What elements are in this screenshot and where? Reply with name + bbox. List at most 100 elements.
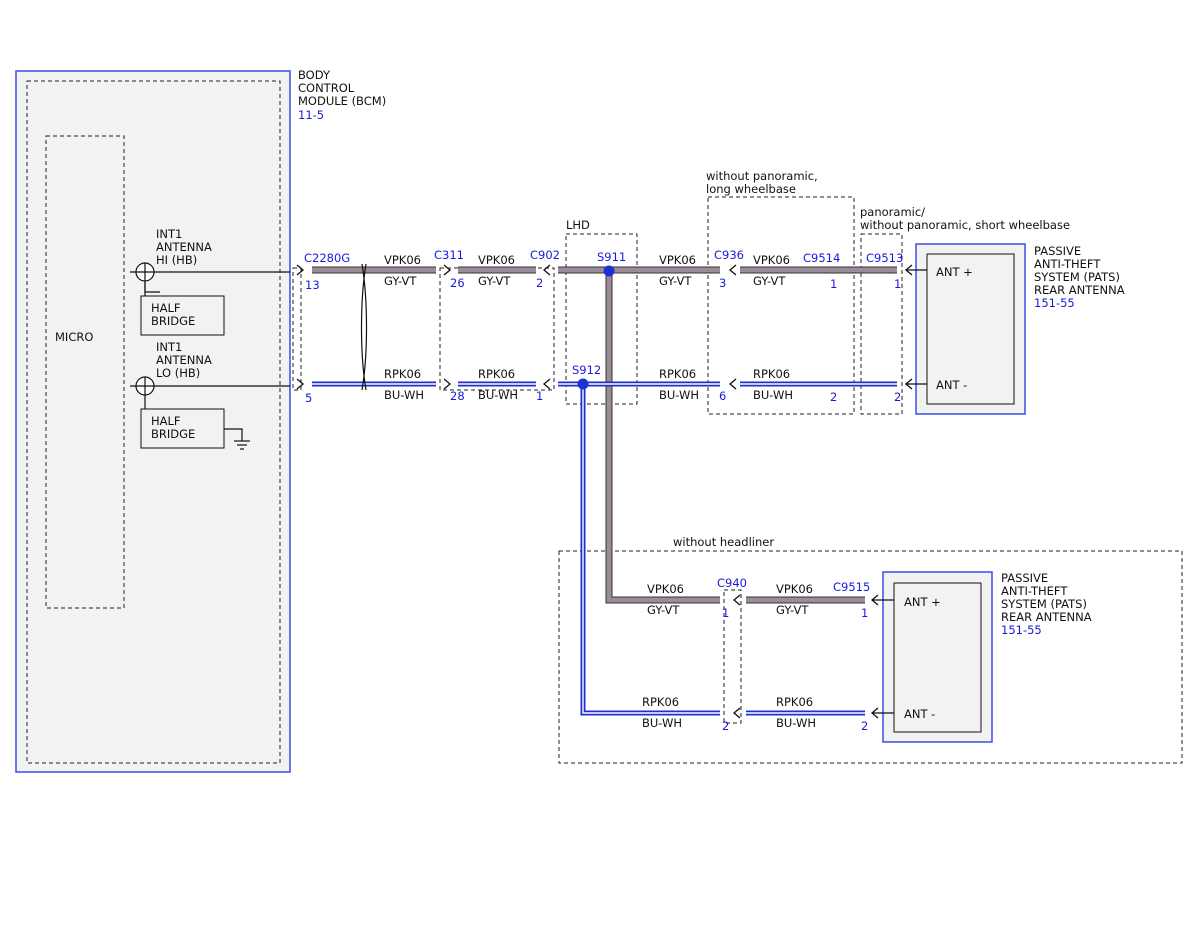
c2280g-name[interactable]: C2280G [304, 251, 350, 265]
pats-bottom-name-2: ANTI-THEFT [1001, 584, 1068, 598]
c311-name[interactable]: C311 [434, 248, 464, 262]
wire-hi-circuit-3: VPK06 [659, 253, 696, 267]
wire-lo-color-6: BU-WH [776, 716, 816, 730]
splice-s912-dot[interactable] [577, 378, 589, 390]
c2280g-zone [292, 267, 302, 391]
wire-hi-circuit-4: VPK06 [753, 253, 790, 267]
lo-label-2: ANTENNA [156, 353, 212, 367]
wire-lo-circuit-1: RPK06 [384, 367, 421, 381]
ground-icon [224, 428, 243, 441]
hi-label-3: HI (HB) [156, 253, 197, 267]
wire-hi-color-4: GY-VT [753, 274, 786, 288]
c936-name[interactable]: C936 [714, 248, 744, 262]
without-headliner-label: without headliner [673, 535, 774, 549]
c9513-name[interactable]: C9513 [866, 251, 903, 265]
wire-hi-circuit-6: VPK06 [776, 582, 813, 596]
wire-lo-circuit-3: RPK06 [659, 367, 696, 381]
half-bridge-hi-2: BRIDGE [151, 314, 195, 328]
wire-lo-color-2: BU-WH [478, 388, 518, 402]
pats-top-name-3: SYSTEM (PATS) [1034, 270, 1120, 284]
half-bridge-lo-1: HALF [151, 414, 181, 428]
hi-label-2: ANTENNA [156, 240, 212, 254]
wire-lo-color-5: BU-WH [642, 716, 682, 730]
lo-label-3: LO (HB) [156, 366, 200, 380]
c9515-pin-lo: 2 [861, 719, 868, 733]
pats-top-ref-link[interactable]: 151-55 [1034, 296, 1075, 310]
c936-pin-hi: 3 [719, 276, 726, 290]
wire-hi-color-3: GY-VT [659, 274, 692, 288]
lo-label-1: INT1 [156, 340, 182, 354]
wire-lo-circuit-2: RPK06 [478, 367, 515, 381]
c311-pin-lo: 28 [450, 389, 465, 403]
c940-zone [723, 589, 742, 724]
wire-lo-circuit-4: RPK06 [753, 367, 790, 381]
c2280g-pin-hi: 13 [305, 278, 320, 292]
bcm-name-3: MODULE (BCM) [298, 94, 386, 108]
c9513-pin-lo: 2 [894, 390, 901, 404]
wire-lo-color-4: BU-WH [753, 388, 793, 402]
pats-top-module[interactable]: ANT + ANT - [906, 243, 1026, 415]
splice-s912-label: S912 [572, 363, 601, 377]
wire-hi-color-5: GY-VT [647, 603, 680, 617]
without-panoramic-zone [707, 196, 855, 415]
pats-bottom-ref-link[interactable]: 151-55 [1001, 623, 1042, 637]
panoramic-line-2: without panoramic, short wheelbase [860, 218, 1070, 232]
hi-label-1: INT1 [156, 227, 182, 241]
lhd-zone [565, 233, 638, 405]
splice-s911-dot[interactable] [603, 265, 615, 277]
without-headliner-zone [558, 550, 1183, 764]
c940-name[interactable]: C940 [717, 576, 747, 590]
wire-hi-color-1: GY-VT [384, 274, 417, 288]
half-bridge-lo-2: BRIDGE [151, 427, 195, 441]
bcm-module[interactable]: MICRO INT1 ANTENNA HI (HB) HALF BRIDGE I… [15, 70, 291, 773]
without-panoramic-line-2: long wheelbase [706, 182, 796, 196]
wire-hi[interactable] [312, 266, 897, 604]
half-bridge-hi-1: HALF [151, 301, 181, 315]
pats-bottom-ant-minus: ANT - [904, 707, 935, 721]
c9515-name[interactable]: C9515 [833, 580, 870, 594]
bcm-name-2: CONTROL [298, 81, 355, 95]
pats-top-ant-minus: ANT - [936, 378, 967, 392]
c9513-pin-hi: 1 [894, 277, 901, 291]
c902-pin-hi: 2 [536, 276, 543, 290]
c311-pin-hi: 26 [450, 276, 465, 290]
wire-lo-color-3: BU-WH [659, 388, 699, 402]
c936-pin-lo: 6 [719, 389, 726, 403]
pats-bottom-ant-plus: ANT + [904, 595, 941, 609]
lo-driver: INT1 ANTENNA LO (HB) HALF BRIDGE [130, 340, 290, 450]
c940-pin-lo: 2 [722, 719, 729, 733]
c9514-name[interactable]: C9514 [803, 251, 840, 265]
panoramic-line-1: panoramic/ [860, 205, 925, 219]
panoramic-zone [860, 233, 903, 415]
splice-s911-label: S911 [597, 250, 626, 264]
wire-hi-circuit-2: VPK06 [478, 253, 515, 267]
wire-lo-circuit-5: RPK06 [642, 695, 679, 709]
c902-pin-lo: 1 [536, 389, 543, 403]
pats-bottom-name-3: SYSTEM (PATS) [1001, 597, 1087, 611]
c940-pin-hi: 1 [722, 606, 729, 620]
c902-name[interactable]: C902 [530, 248, 560, 262]
micro-block [45, 135, 125, 609]
micro-label: MICRO [55, 330, 93, 344]
c9515-pin-hi: 1 [861, 606, 868, 620]
pats-top-ant-plus: ANT + [936, 265, 973, 279]
wire-hi-circuit-1: VPK06 [384, 253, 421, 267]
pats-top-name-2: ANTI-THEFT [1034, 257, 1101, 271]
wire-lo-color-1: BU-WH [384, 388, 424, 402]
pats-top-name-1: PASSIVE [1034, 244, 1081, 258]
without-panoramic-line-1: without panoramic, [706, 169, 818, 183]
wire-hi-color-6: GY-VT [776, 603, 809, 617]
lhd-label: LHD [566, 218, 590, 232]
wire-hi-circuit-5: VPK06 [647, 582, 684, 596]
pats-bottom-name-1: PASSIVE [1001, 571, 1048, 585]
pats-bottom-name-4: REAR ANTENNA [1001, 610, 1092, 624]
pats-bottom-module[interactable]: ANT + ANT - [872, 571, 993, 743]
c9514-pin-lo: 2 [830, 390, 837, 404]
c2280g-pin-lo: 5 [305, 391, 312, 405]
wire-lo[interactable] [312, 381, 897, 716]
bcm-ref-link[interactable]: 11-5 [298, 108, 324, 122]
pin-arrows [296, 264, 913, 719]
wire-lo-circuit-6: RPK06 [776, 695, 813, 709]
hi-driver: INT1 ANTENNA HI (HB) HALF BRIDGE [130, 227, 290, 336]
